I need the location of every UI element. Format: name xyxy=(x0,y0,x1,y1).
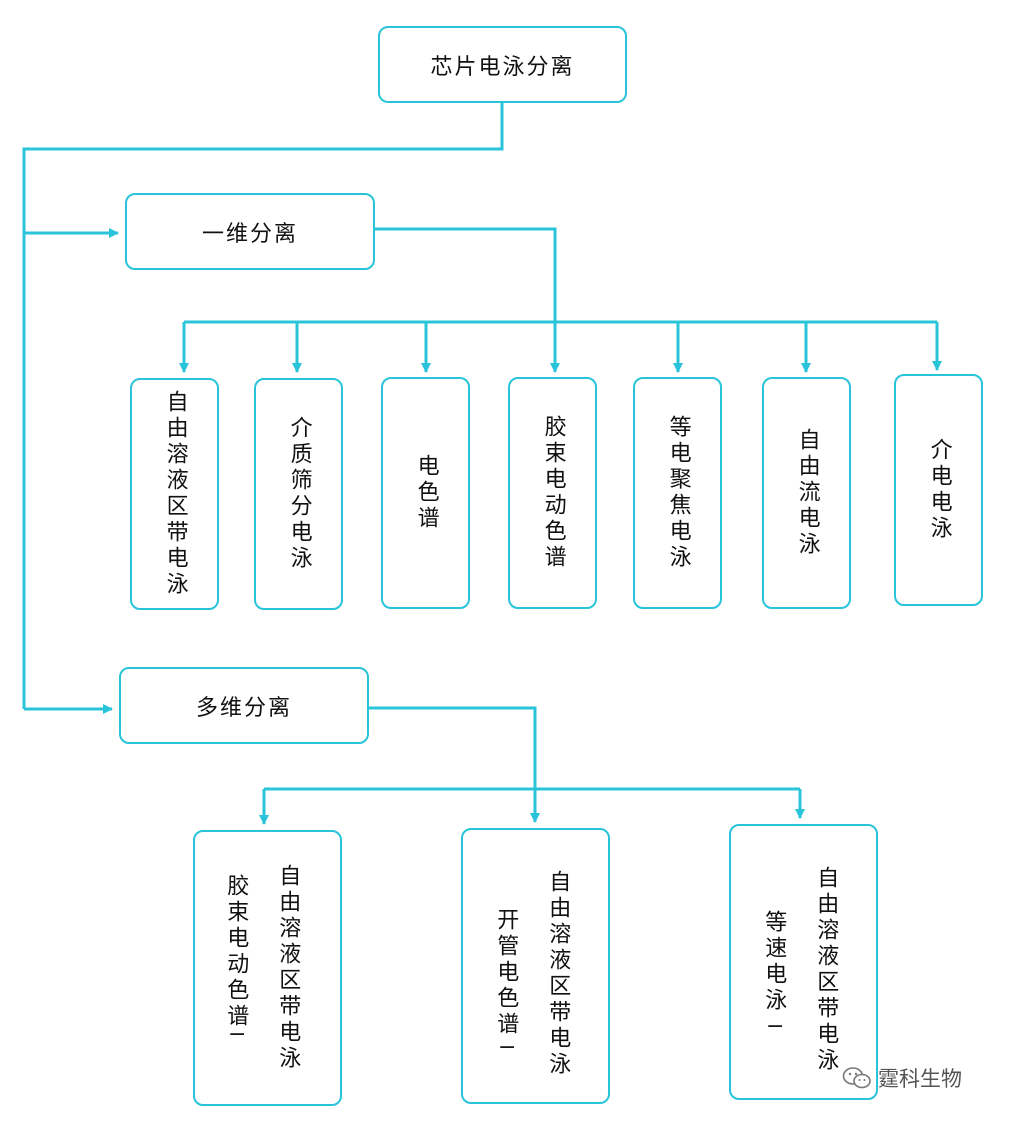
one-d-method-5: 等电聚焦电泳 xyxy=(633,377,722,609)
wechat-icon xyxy=(842,1067,871,1089)
one-d-method-6: 自由流电泳 xyxy=(762,377,851,609)
one-d-node: 一维分离 xyxy=(125,193,375,270)
method-dash: − xyxy=(228,1022,247,1047)
watermark-text: 霆科生物 xyxy=(878,1067,962,1091)
method-label: 自由流电泳 xyxy=(794,428,820,558)
one-d-method-2: 介质筛分电泳 xyxy=(254,378,343,610)
method-dash: − xyxy=(766,1014,785,1039)
watermark: 霆科生物 xyxy=(842,1063,962,1093)
multi-d-method-1: 胶束电动色谱 − 自由溶液区带电泳 xyxy=(193,830,342,1106)
method-second-part: 自由溶液区带电泳 xyxy=(813,866,839,1074)
method-label: 自由溶液区带电泳 xyxy=(162,390,188,598)
method-label: 等电聚焦电泳 xyxy=(665,415,691,571)
method-second-part: 自由溶液区带电泳 xyxy=(545,870,571,1078)
multi-d-node: 多维分离 xyxy=(119,667,369,744)
method-second-part: 自由溶液区带电泳 xyxy=(275,864,301,1072)
one-d-label: 一维分离 xyxy=(201,221,298,247)
method-first-part: 胶束电动色谱 xyxy=(223,874,249,1030)
one-d-method-7: 介电电泳 xyxy=(894,374,983,606)
root-trunk-line xyxy=(22,103,504,709)
method-label: 胶束电动色谱 xyxy=(540,415,566,571)
one-d-method-1: 自由溶液区带电泳 xyxy=(130,378,219,610)
one-d-method-3: 电色谱 xyxy=(381,377,470,609)
multi-d-method-2: 开管电色谱 − 自由溶液区带电泳 xyxy=(461,828,610,1104)
method-label: 电色谱 xyxy=(413,454,439,532)
method-dash: − xyxy=(498,1035,517,1060)
one-d-method-4: 胶束电动色谱 xyxy=(508,377,597,609)
method-first-part: 等速电泳 xyxy=(761,910,787,1014)
root-node: 芯片电泳分离 xyxy=(378,26,627,103)
multi-d-branch-line xyxy=(369,706,537,789)
method-label: 介质筛分电泳 xyxy=(286,416,312,572)
multi-d-label: 多维分离 xyxy=(195,695,292,721)
multi-d-method-3: 等速电泳 − 自由溶液区带电泳 xyxy=(729,824,878,1100)
method-label: 介电电泳 xyxy=(926,438,952,542)
one-d-branch-line xyxy=(375,227,557,322)
root-label: 芯片电泳分离 xyxy=(430,54,575,80)
method-first-part: 开管电色谱 xyxy=(493,908,519,1038)
